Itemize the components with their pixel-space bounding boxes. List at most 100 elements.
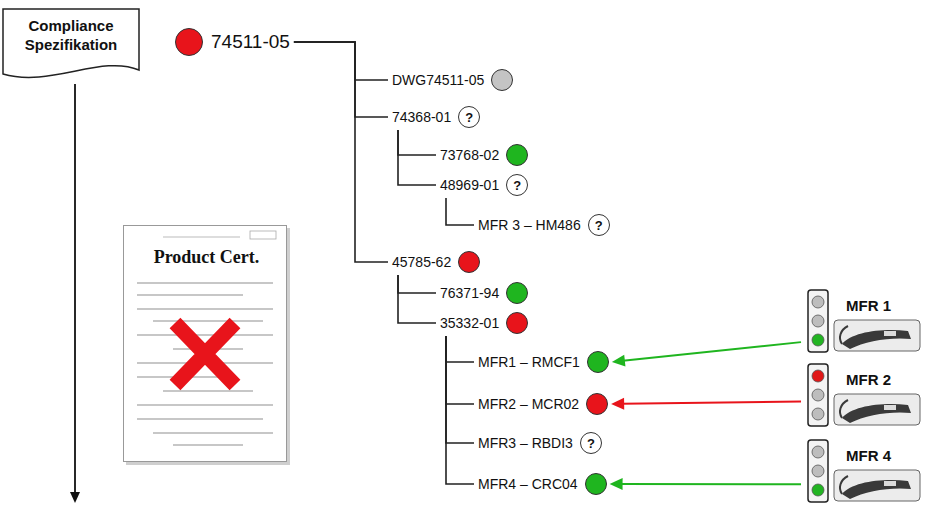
part-item: DWG74511-05 [392,67,513,93]
connector [398,130,436,155]
connector-line [398,130,436,155]
connector-line [446,336,474,443]
status-mark: ? [595,219,603,232]
certificate-text-line [137,418,263,419]
part-number: 73768-02 [440,147,499,163]
product-certificate: Product Cert. [123,225,290,465]
part-number: 48969-01 [440,177,499,193]
manufacturer-label: MFR 2 [846,371,891,388]
part-item: 45785-62 [392,249,480,275]
part-number: MFR 3 – HM486 [478,217,581,233]
part-item: MFR 3 – HM486? [478,212,610,238]
status-dot [506,144,528,166]
scanner-cable [840,326,848,344]
part-number: 45785-62 [392,254,451,270]
status-dot [491,69,513,91]
scanner-frame [834,470,920,501]
manufacturer-label: MFR 4 [846,447,891,464]
reject-cross [175,323,235,385]
part-number: MFR4 – CRC04 [478,476,578,492]
connector-line [294,42,388,117]
arrowhead [610,478,623,490]
scanner-window [884,331,896,336]
manufacturer-source: MFR 1 [804,288,922,354]
signal-lamp [812,408,824,420]
part-item: MFR4 – CRC04 [478,471,607,497]
header-mark [250,231,276,239]
scanner-cable [840,400,848,418]
manufacturer-label: MFR 1 [846,297,891,314]
connector-line [398,275,436,323]
status-dot [586,393,608,415]
status-dot [585,473,607,495]
part-item: MFR1 – RMCF1 [478,349,609,375]
signal-lamp [812,484,824,496]
signal-lamp [812,446,824,458]
connector-line [621,483,801,485]
flow-line [74,84,76,494]
connector-line [446,336,474,362]
part-number: 35332-01 [440,315,499,331]
traffic-light [808,440,828,502]
status-mark: ? [465,111,473,124]
connector [398,275,436,293]
traffic-light [808,364,828,426]
certificate-text-line [153,320,263,321]
certificate-text-line [137,308,273,309]
signal-lamp [812,296,824,308]
scanner-cable [840,476,848,494]
status-dot [506,282,528,304]
traffic-light [808,290,828,352]
scanner-window [884,481,896,486]
connector [612,342,801,366]
certificate-text-line [137,294,243,295]
part-number: MFR3 – RBDI3 [478,435,573,451]
part-number: 76371-94 [440,285,499,301]
flow-arrowhead [70,492,80,503]
certificate-text-line [153,432,273,433]
status-mark: ? [513,179,521,192]
connector-line [294,42,388,262]
document-title: Compliance Spezifikation [2,8,140,55]
part-number: DWG74511-05 [392,72,484,88]
certificate-text-line [173,444,243,445]
certificate-text-line [137,334,273,335]
header-line [163,237,240,238]
certificate-text-line [137,404,273,405]
connector [294,42,388,117]
arrowhead [611,398,624,410]
manufacturer-source: MFR 4 [804,438,922,504]
connector [446,198,474,225]
scanner-device [842,404,911,423]
part-number: 74511-05 [211,31,290,53]
connector [610,478,801,490]
certificate-text-line [137,282,273,283]
connector-line [446,336,474,404]
status-mark: ? [587,437,595,450]
connector [294,42,388,80]
part-number: MFR2 – MCR02 [478,396,579,412]
connector [611,398,801,410]
arrowhead [612,355,626,367]
document-outline [3,9,139,77]
part-item: 35332-01 [440,310,528,336]
scanner-frame [834,320,920,351]
unknown-status: ? [506,174,528,196]
scanner-device [842,480,911,499]
connector-line [623,342,801,361]
spec-document: Compliance Spezifikation [2,8,140,82]
unknown-status: ? [458,106,480,128]
status-dot [587,351,609,373]
connector-line [622,402,801,404]
scanner-frame [834,394,920,425]
connector [446,336,474,404]
part-number: 74368-01 [392,109,451,125]
status-dot [175,28,203,56]
scanner-device [842,330,911,349]
scanner-window [884,405,896,410]
root-part: 74511-05 [175,27,290,57]
part-item: 74368-01? [392,104,480,130]
signal-lamp [812,389,824,401]
connector-line [398,130,436,185]
